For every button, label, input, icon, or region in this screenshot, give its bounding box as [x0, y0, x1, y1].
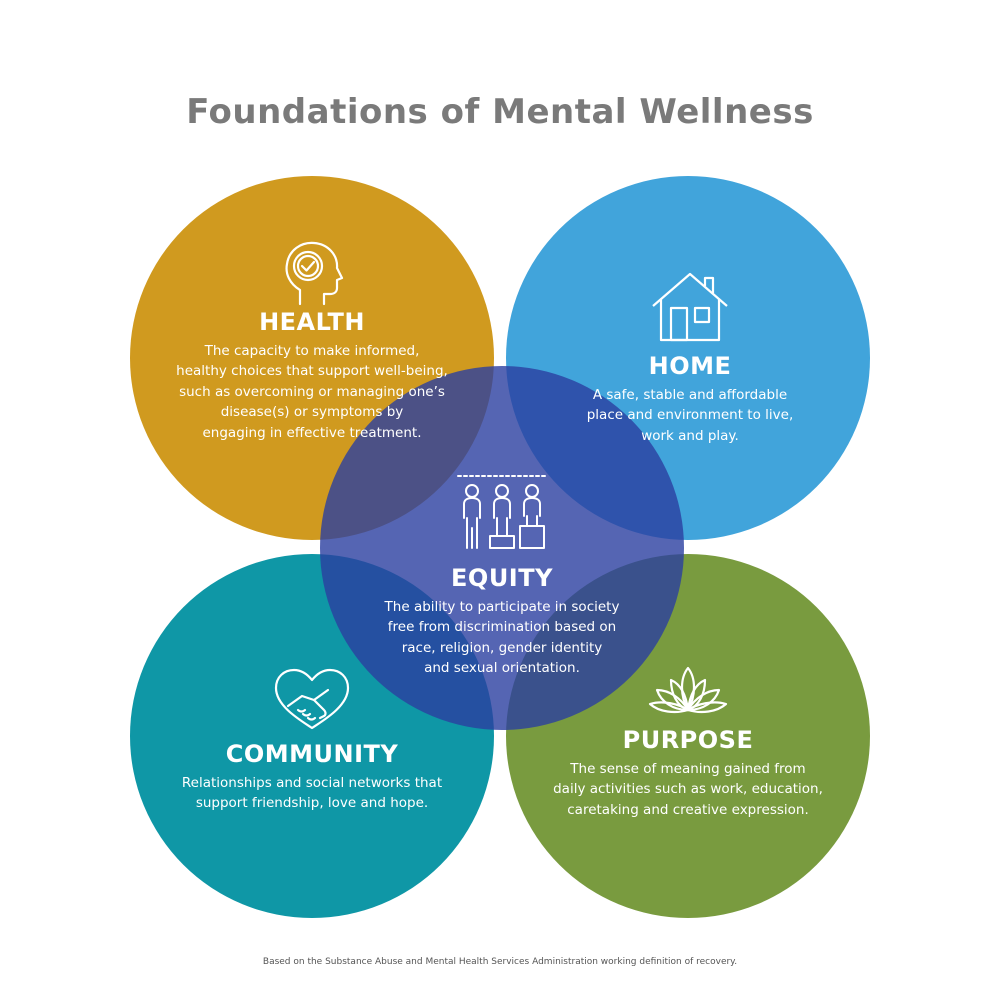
lotus-icon [530, 662, 846, 716]
purpose-line-1: The sense of meaning gained from [570, 760, 806, 777]
home-section: HOME A safe, stable and affordable place… [560, 268, 820, 446]
equity-description: The ability to participate in society fr… [360, 597, 644, 679]
house-icon [560, 268, 820, 342]
equity-line-4: and sexual orientation. [424, 660, 580, 677]
health-heading: HEALTH [259, 308, 365, 336]
community-heading: COMMUNITY [225, 740, 399, 768]
home-line-2: place and environment to live, [586, 407, 794, 424]
health-line-5: engaging in effective treatment. [202, 424, 422, 441]
health-description: The capacity to make informed, healthy c… [150, 341, 474, 444]
equity-line-2: free from discrimination based on [387, 619, 617, 636]
community-section: COMMUNITY Relationships and social netwo… [150, 666, 474, 814]
community-description: Relationships and social networks that s… [150, 773, 474, 814]
health-line-3: such as overcoming or managing one’s [179, 383, 445, 400]
purpose-heading: PURPOSE [622, 726, 754, 754]
equity-heading: EQUITY [451, 564, 553, 592]
purpose-line-2: daily activities such as work, education… [553, 781, 823, 798]
footnote: Based on the Substance Abuse and Mental … [262, 957, 738, 967]
health-line-1: The capacity to make informed, [204, 342, 420, 359]
community-line-1: Relationships and social networks that [181, 774, 443, 791]
purpose-line-3: caretaking and creative expression. [567, 801, 809, 818]
home-line-1: A safe, stable and affordable [592, 386, 788, 403]
purpose-section: PURPOSE The sense of meaning gained from… [530, 662, 846, 820]
page-title: Foundations of Mental Wellness [186, 92, 814, 132]
health-section: HEALTH The capacity to make informed, he… [150, 238, 474, 443]
equity-line-1: The ability to participate in society [384, 598, 620, 615]
equity-section: EQUITY The ability to participate in soc… [360, 472, 644, 679]
heart-handshake-icon [150, 666, 474, 732]
purpose-description: The sense of meaning gained from daily a… [530, 759, 846, 821]
home-heading: HOME [648, 352, 732, 380]
home-line-3: work and play. [641, 427, 739, 444]
health-line-4: disease(s) or symptoms by [220, 404, 404, 421]
health-line-2: healthy choices that support well-being, [176, 363, 448, 380]
people-on-pedestals-icon [360, 472, 644, 552]
equity-line-3: race, religion, gender identity [401, 639, 603, 656]
head-checkmark-icon [150, 238, 474, 308]
home-description: A safe, stable and affordable place and … [560, 385, 820, 447]
community-line-2: support friendship, love and hope. [195, 795, 429, 812]
